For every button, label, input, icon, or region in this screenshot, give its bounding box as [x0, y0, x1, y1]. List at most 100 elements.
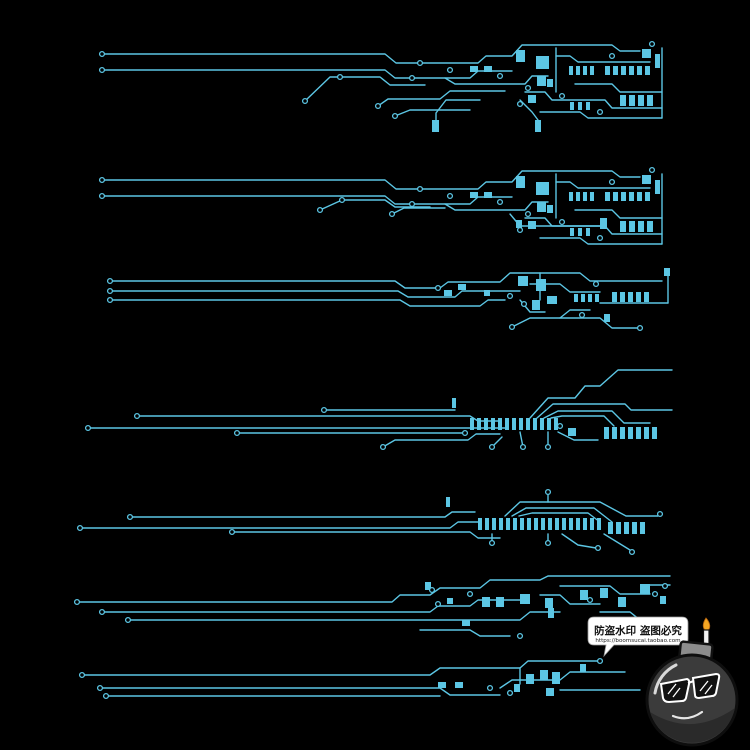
- lens-glint: [667, 680, 713, 698]
- circuit-segment: [316, 196, 607, 229]
- circuit-pad: [612, 292, 617, 302]
- circuit-trace: [504, 501, 659, 517]
- circuit-row-5: [76, 488, 664, 556]
- circuit-pad: [527, 518, 531, 530]
- circuit-segment: [98, 40, 663, 119]
- circuit-pad: [629, 95, 635, 106]
- circuit-pad: [458, 284, 466, 290]
- circuit-pad: [506, 518, 510, 530]
- circuit-pad: [519, 418, 523, 430]
- circuit-pad: [548, 608, 554, 618]
- circuit-node: [98, 608, 106, 616]
- circuit-pad: [505, 418, 509, 430]
- circuit-pad: [520, 594, 530, 604]
- circuit-row-4: [84, 369, 673, 451]
- circuit-trace: [382, 433, 501, 448]
- circuit-node: [524, 84, 532, 92]
- circuit-segment: [106, 268, 670, 332]
- circuit-node: [78, 671, 86, 679]
- circuit-pad: [485, 518, 489, 530]
- circuit-node: [558, 92, 566, 100]
- circuit-pad: [547, 418, 551, 430]
- circuit-pad: [536, 56, 549, 69]
- circuit-trace: [529, 369, 673, 419]
- circuit-trace: [136, 415, 501, 422]
- circuit-trace: [561, 533, 597, 549]
- circuit-pad: [645, 192, 650, 201]
- circuit-pad: [586, 102, 590, 110]
- circuit-node: [228, 528, 236, 536]
- circuit-node: [520, 300, 528, 308]
- circuit-node: [488, 539, 496, 547]
- circuit-node: [586, 596, 594, 604]
- circuit-trace: [509, 213, 601, 227]
- circuit-node: [636, 324, 644, 332]
- circuit-pad: [547, 205, 553, 213]
- circuit-pad: [462, 620, 470, 626]
- circuit-node: [496, 198, 504, 206]
- circuit-pad: [455, 682, 463, 688]
- circuit-row-1: [98, 40, 663, 132]
- circuit-row-3: [106, 268, 670, 332]
- circuit-node: [524, 210, 532, 218]
- circuit-pad: [644, 292, 649, 302]
- circuit-node: [488, 443, 496, 451]
- circuit-node: [506, 689, 514, 697]
- circuit-trace: [101, 69, 513, 79]
- circuit-pad: [546, 688, 554, 696]
- circuit-pad: [425, 582, 431, 590]
- circuit-trace: [109, 272, 663, 289]
- mascot-lower-shade: [650, 708, 735, 743]
- circuit-node: [76, 524, 84, 532]
- circuit-pad: [447, 598, 453, 604]
- circuit-pad: [613, 192, 618, 201]
- circuit-pad: [640, 522, 645, 534]
- circuit-segment: [78, 657, 641, 700]
- circuit-pad: [621, 192, 626, 201]
- circuit-pad: [518, 276, 528, 286]
- circuit-trace: [101, 195, 513, 205]
- circuit-node: [124, 616, 132, 624]
- watermark-bubble-shape: [587, 616, 689, 658]
- circuit-node: [408, 74, 416, 82]
- circuit-node: [486, 684, 494, 692]
- circuit-trace: [550, 415, 615, 427]
- circuit-node: [578, 311, 586, 319]
- circuit-pad: [647, 95, 653, 106]
- circuit-trace: [557, 431, 599, 441]
- circuit-pad: [629, 192, 634, 201]
- mascot-mouth: [671, 710, 704, 720]
- circuit-pad: [632, 522, 637, 534]
- circuit-trace: [319, 199, 431, 211]
- circuit-node: [98, 66, 106, 74]
- circuit-pad: [642, 175, 651, 184]
- circuit-trace: [81, 660, 601, 676]
- circuit-row-7: [78, 657, 641, 700]
- circuit-node: [556, 422, 564, 430]
- circuit-trace: [444, 201, 549, 211]
- circuit-pad: [618, 597, 626, 607]
- circuit-pad: [514, 684, 520, 692]
- circuit-pad: [578, 228, 582, 236]
- circuit-pad: [580, 664, 586, 672]
- circuit-pad: [620, 427, 625, 439]
- circuit-node: [316, 206, 324, 214]
- circuit-pad: [644, 427, 649, 439]
- circuit-pad: [583, 66, 587, 75]
- circuit-pad: [535, 120, 541, 132]
- circuit-segment: [73, 575, 671, 640]
- circuit-pad: [470, 192, 478, 198]
- circuit-pad: [597, 518, 601, 530]
- circuit-pad: [570, 228, 574, 236]
- circuit-pad: [638, 221, 644, 232]
- circuit-pad: [491, 418, 495, 430]
- circuit-pad: [516, 50, 525, 62]
- circuit-pad: [636, 292, 641, 302]
- circuit-pad: [444, 290, 452, 296]
- circuit-pad: [637, 192, 642, 201]
- circuit-pad: [540, 670, 548, 680]
- circuit-pad: [629, 66, 634, 75]
- circuit-trace: [304, 76, 426, 102]
- circuit-node: [96, 684, 104, 692]
